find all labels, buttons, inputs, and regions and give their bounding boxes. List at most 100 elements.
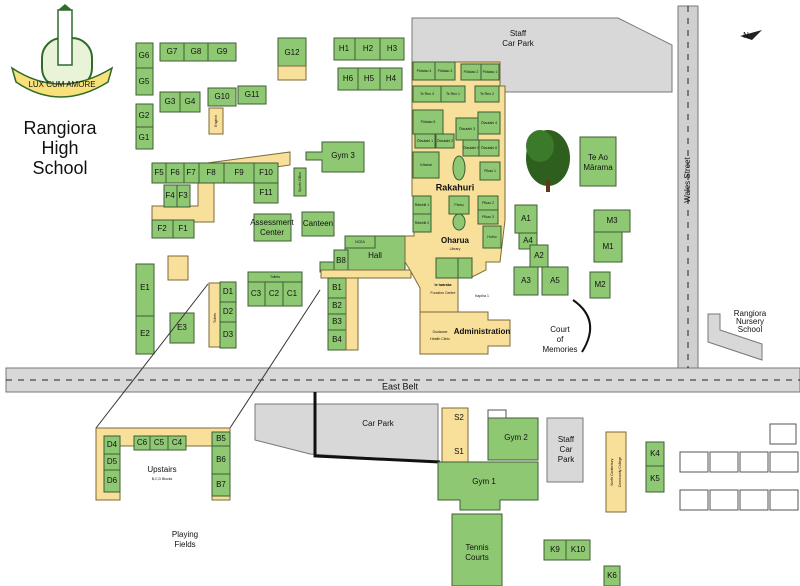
- svg-text:Toilets: Toilets: [270, 275, 280, 279]
- svg-text:High: High: [41, 138, 78, 158]
- svg-text:North Canterbury: North Canterbury: [610, 458, 614, 485]
- svg-text:D5: D5: [107, 457, 118, 466]
- svg-text:A1: A1: [521, 214, 531, 223]
- svg-text:Kapiha 1: Kapiha 1: [475, 294, 489, 298]
- svg-text:Canteen: Canteen: [303, 219, 333, 228]
- svg-text:F3: F3: [178, 191, 188, 200]
- svg-text:Tennis: Tennis: [465, 543, 488, 552]
- svg-text:F10: F10: [259, 168, 273, 177]
- svg-text:Staff: Staff: [558, 435, 575, 444]
- svg-text:F5: F5: [154, 168, 164, 177]
- svg-text:Te Reo 3: Te Reo 3: [420, 92, 434, 96]
- svg-text:Pūtaiao 2: Pūtaiao 2: [464, 70, 479, 74]
- svg-text:Gym 3: Gym 3: [331, 151, 355, 160]
- svg-text:Gym 1: Gym 1: [472, 477, 496, 486]
- svg-text:B2: B2: [332, 301, 342, 310]
- svg-text:N: N: [743, 31, 749, 40]
- svg-text:C5: C5: [154, 438, 165, 447]
- svg-text:Assessment: Assessment: [250, 218, 294, 227]
- svg-text:B1: B1: [332, 283, 342, 292]
- svg-text:Pīkau 2: Pīkau 2: [482, 201, 494, 205]
- svg-text:H2: H2: [363, 44, 374, 53]
- svg-text:S1: S1: [454, 447, 464, 456]
- svg-text:Pāmu: Pāmu: [454, 203, 463, 207]
- svg-text:H1: H1: [339, 44, 350, 53]
- svg-text:A2: A2: [534, 251, 544, 260]
- svg-text:G8: G8: [191, 47, 202, 56]
- svg-text:M2: M2: [594, 280, 606, 289]
- svg-text:NCEA: NCEA: [355, 240, 365, 244]
- svg-text:F6: F6: [170, 168, 180, 177]
- svg-text:B5: B5: [216, 434, 226, 443]
- svg-text:E2: E2: [140, 329, 150, 338]
- svg-text:Library: Library: [450, 247, 461, 251]
- svg-text:Ōtautahi 5: Ōtautahi 5: [463, 146, 479, 150]
- svg-text:M1: M1: [602, 242, 614, 251]
- svg-text:of: of: [557, 335, 564, 344]
- svg-text:G10: G10: [214, 92, 230, 101]
- svg-text:Community College: Community College: [618, 457, 622, 488]
- svg-text:K4: K4: [650, 449, 660, 458]
- svg-text:Te Reo 1: Te Reo 1: [446, 92, 460, 96]
- svg-text:Kōwhai: Kōwhai: [420, 163, 432, 167]
- svg-text:B,C,D Blocks: B,C,D Blocks: [152, 477, 173, 481]
- svg-text:Pīkau 1: Pīkau 1: [484, 169, 496, 173]
- svg-text:G9: G9: [217, 47, 228, 56]
- svg-text:te iwaraka: te iwaraka: [435, 283, 452, 287]
- svg-text:G6: G6: [139, 51, 150, 60]
- svg-text:Center: Center: [260, 228, 284, 237]
- svg-text:Pūtaiao 1: Pūtaiao 1: [483, 70, 498, 74]
- svg-text:Hall: Hall: [368, 251, 382, 260]
- svg-text:Memories: Memories: [542, 345, 577, 354]
- svg-text:C1: C1: [287, 289, 298, 298]
- svg-text:Rāwhiti 1: Rāwhiti 1: [415, 203, 429, 207]
- svg-text:H4: H4: [386, 74, 397, 83]
- svg-text:Playing: Playing: [172, 530, 198, 539]
- svg-text:Te Ao: Te Ao: [588, 153, 609, 162]
- svg-text:Function Centre: Function Centre: [431, 291, 456, 295]
- svg-text:G2: G2: [139, 111, 150, 120]
- svg-text:Ōtautahi 2: Ōtautahi 2: [437, 139, 453, 143]
- svg-text:D2: D2: [223, 307, 234, 316]
- svg-text:G7: G7: [167, 47, 178, 56]
- svg-text:D3: D3: [223, 330, 234, 339]
- svg-text:A5: A5: [550, 276, 560, 285]
- svg-text:Gym 2: Gym 2: [504, 433, 528, 442]
- svg-text:B3: B3: [332, 317, 342, 326]
- svg-text:Rāwhiti 2: Rāwhiti 2: [415, 221, 429, 225]
- svg-text:Upstairs: Upstairs: [147, 465, 176, 474]
- svg-text:F1: F1: [178, 224, 188, 233]
- svg-text:F11: F11: [259, 188, 273, 197]
- svg-text:Pūtaiao 4: Pūtaiao 4: [417, 69, 432, 73]
- svg-text:Guidance: Guidance: [433, 330, 448, 334]
- svg-text:Park: Park: [558, 455, 575, 464]
- svg-text:Car Park: Car Park: [362, 419, 395, 428]
- svg-text:Toilets: Toilets: [213, 313, 217, 323]
- rakahuri-label: Rakahuri: [436, 182, 475, 192]
- svg-text:C6: C6: [137, 438, 148, 447]
- svg-text:Ōtautahi 3: Ōtautahi 3: [459, 127, 475, 131]
- school-logo: LUX CUM AMORE: [10, 4, 114, 98]
- svg-text:Court: Court: [550, 325, 570, 334]
- svg-text:Ōtautahi 4: Ōtautahi 4: [481, 121, 497, 125]
- svg-text:Te Reo 2: Te Reo 2: [480, 92, 494, 96]
- svg-text:C4: C4: [172, 438, 183, 447]
- svg-text:Pūtaiao 3: Pūtaiao 3: [438, 69, 453, 73]
- svg-text:C3: C3: [251, 289, 262, 298]
- svg-text:School: School: [738, 325, 763, 334]
- svg-text:Rangiora: Rangiora: [734, 309, 767, 318]
- svg-text:G11: G11: [245, 90, 260, 99]
- school-name: Rangiora: [23, 118, 97, 138]
- svg-text:H5: H5: [364, 74, 375, 83]
- svg-text:B7: B7: [216, 480, 226, 489]
- svg-text:E3: E3: [177, 323, 187, 332]
- svg-text:Car: Car: [560, 445, 573, 454]
- svg-text:Mārama: Mārama: [583, 163, 613, 172]
- svg-text:Pūtaiao 5: Pūtaiao 5: [421, 120, 436, 124]
- svg-text:Ōtautahi 6: Ōtautahi 6: [481, 146, 497, 150]
- svg-text:M3: M3: [606, 216, 618, 225]
- svg-text:School: School: [32, 158, 87, 178]
- svg-text:Administration: Administration: [454, 327, 511, 336]
- svg-text:K9: K9: [550, 545, 560, 554]
